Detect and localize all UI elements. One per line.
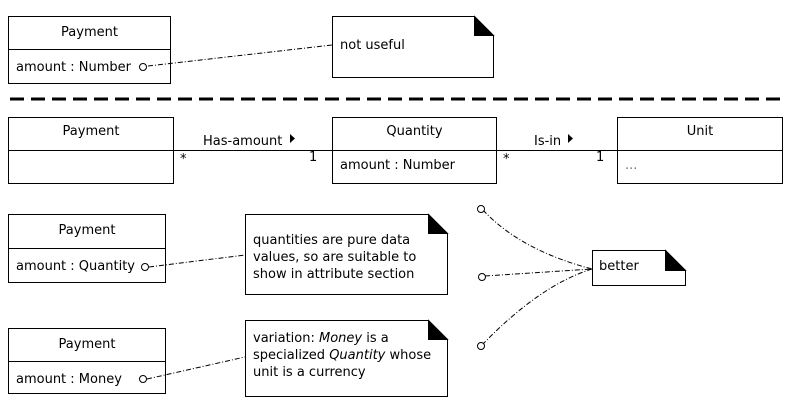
- note-text: not useful: [340, 38, 405, 53]
- multiplicity-label: 1: [596, 150, 605, 165]
- anchor-circle: [139, 63, 147, 71]
- note-text-span: whose: [385, 348, 432, 363]
- note-fold: [665, 249, 687, 271]
- class-attribute: amount : Money: [16, 372, 122, 387]
- anchor-circle: [141, 263, 149, 271]
- note-anchor-line: [148, 254, 246, 268]
- note-anchor-line: [482, 209, 593, 270]
- note-box-quantities: [245, 214, 448, 295]
- multiplicity-label: *: [503, 152, 510, 167]
- note-line: unit is a currency: [253, 365, 366, 380]
- note-text: better: [599, 259, 639, 274]
- note-text-span: specialized: [253, 348, 330, 363]
- note-fold: [428, 319, 449, 340]
- note-anchor-line: [146, 356, 246, 380]
- anchor-circle: [478, 273, 486, 281]
- has-amount-direction-arrow: [290, 134, 295, 143]
- association-label: Has-amount: [203, 134, 283, 149]
- note-line: values, so are suitable to: [253, 250, 417, 265]
- multiplicity-label: 1: [309, 150, 318, 165]
- class-name: Unit: [686, 124, 714, 139]
- class-name: Payment: [58, 337, 116, 352]
- class-attribute: amount : Number: [16, 60, 132, 75]
- note-line: quantities are pure data: [253, 233, 411, 248]
- note-box-better: [592, 250, 686, 286]
- anchor-circle: [477, 205, 485, 213]
- note-fold: [474, 15, 495, 36]
- note-emphasis: Money: [319, 331, 363, 346]
- note-line: show in attribute section: [253, 267, 415, 282]
- class-attribute: amount : Quantity: [16, 259, 135, 274]
- class-name: Payment: [61, 25, 118, 40]
- note-box-variation: [245, 320, 448, 397]
- anchor-circle: [139, 375, 147, 383]
- note-text: quantities are pure data values, so are …: [253, 232, 416, 283]
- note-anchor-line: [147, 44, 333, 67]
- class-attribute: ...: [625, 158, 638, 173]
- is-in-direction-arrow: [568, 134, 573, 143]
- multiplicity-label: *: [180, 152, 187, 167]
- note-anchor-line: [481, 268, 593, 346]
- class-name: Quantity: [386, 124, 443, 139]
- class-name: Payment: [58, 223, 116, 238]
- note-text: variation: Money is a specialized Quanti…: [253, 330, 431, 381]
- class-attribute: amount : Number: [340, 158, 456, 173]
- note-text-span: variation:: [253, 331, 319, 346]
- note-text-span: is a: [362, 331, 389, 346]
- note-fold: [428, 213, 449, 234]
- note-anchor-line: [484, 268, 593, 277]
- note-box-not-useful: [332, 16, 494, 78]
- anchor-circle: [477, 342, 485, 350]
- note-emphasis: Quantity: [329, 348, 386, 363]
- class-name: Payment: [62, 124, 120, 139]
- note-line: specialized Quantity whose: [253, 347, 431, 364]
- association-label: Is-in: [534, 134, 562, 149]
- note-line: variation: Money is a: [253, 330, 431, 347]
